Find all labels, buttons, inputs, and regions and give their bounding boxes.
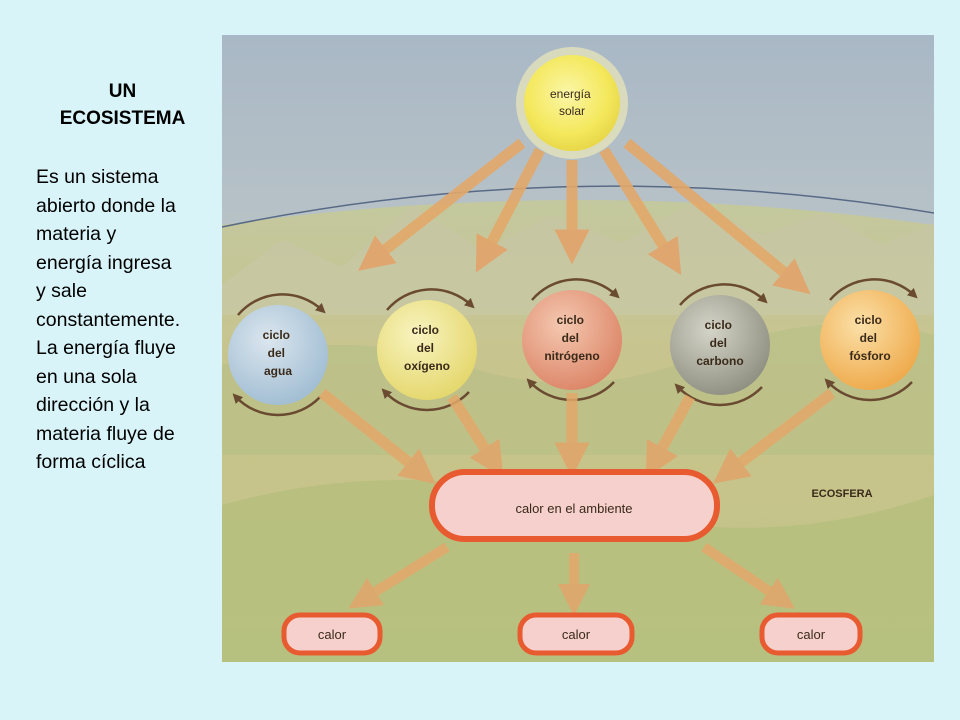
cycle-circle-fosforo (820, 290, 920, 390)
heat-box (759, 612, 863, 656)
cycle-label-line: ciclo (705, 318, 732, 332)
sun-arrow (623, 138, 811, 295)
cycle-label-line: ciclo (855, 313, 882, 327)
heat-arrow (447, 394, 504, 478)
cycle-label-line: del (710, 336, 727, 350)
sun-arrow (358, 138, 526, 271)
cycle: ciclo del fósforo (820, 278, 920, 402)
output-arrows (348, 542, 796, 617)
body-line: energía ingresa (36, 251, 172, 274)
heat-arrows (318, 388, 836, 484)
cycle-label-line: del (417, 341, 434, 355)
title-line-1: UN (108, 81, 137, 102)
cycle: ciclo del carbono (670, 283, 770, 407)
sun-label-line: energía (550, 87, 591, 101)
slide-body-text: Es un sistema abierto donde la materia y… (36, 163, 218, 477)
cycle-label-line: ciclo (412, 323, 439, 337)
heat-box (517, 612, 635, 656)
sun-label-line: solar (559, 104, 585, 118)
cycle-label-line: oxígeno (404, 359, 450, 373)
cycle-arrow-icon (829, 278, 918, 301)
cycle-circle-agua (228, 305, 328, 405)
cycle-label-line: agua (264, 364, 292, 378)
body-line: La energía fluye (36, 337, 176, 359)
cycle-label-line: ciclo (557, 313, 584, 327)
body-line: en una sola (36, 365, 137, 388)
svg-text:ciclo del agua: ciclo del agua (263, 328, 294, 378)
cycle-circle-nitrogeno (522, 290, 622, 390)
ambient-heat-label: calor en el ambiente (515, 501, 632, 516)
ecosphere-label: ECOSFERA (811, 488, 872, 500)
cycle-label-line: carbono (696, 354, 743, 368)
title-line-2: ECOSISTEMA (59, 108, 186, 129)
heat-box-label: calor (562, 627, 591, 642)
cycle-arrow-icon (237, 293, 326, 316)
sun-arrows (358, 138, 811, 295)
body-line: y sale (36, 280, 87, 302)
sun-circle (524, 55, 620, 151)
cycle-arrow-icon (232, 393, 321, 417)
body-line: abierto donde la (36, 194, 176, 217)
cycle-arrow-icon (531, 278, 620, 301)
cycle-arrow-icon (381, 388, 470, 412)
body-line: materia y (36, 223, 117, 245)
svg-text:ciclo del carbono: ciclo del carbono (696, 318, 743, 368)
output-arrow (701, 542, 796, 609)
cycle-circle-carbono (670, 295, 770, 395)
cycle-label-line: del (562, 331, 579, 345)
ecosphere-arc (222, 185, 934, 228)
ambient-heat-box (429, 469, 720, 542)
cycle-arrow-icon (386, 288, 475, 311)
svg-text:ciclo del oxígeno: ciclo del oxígeno (404, 323, 450, 373)
heat-box (281, 612, 383, 656)
cycle-arrow-icon (674, 383, 763, 407)
body-line: forma cíclica (36, 451, 146, 473)
cycle-label-line: ciclo (263, 328, 290, 342)
cycle-arrow-icon (824, 378, 913, 402)
svg-text:energía solar: energía solar (550, 87, 594, 118)
body-line: materia fluye de (36, 422, 175, 445)
slide-title: UN ECOSISTEMA (30, 78, 215, 132)
heat-arrow (645, 394, 695, 479)
cycle: ciclo del nitrógeno (522, 278, 622, 402)
body-line: constantemente. (36, 308, 181, 331)
sun-arrow (599, 147, 682, 275)
cycle-label-line: del (860, 331, 877, 345)
heat-arrow (713, 388, 836, 484)
cycle-label-line: del (268, 346, 285, 360)
output-arrow (348, 542, 450, 609)
cycle-arrow-icon (679, 283, 768, 306)
heat-arrow (318, 388, 436, 484)
body-line: Es un sistema (36, 166, 159, 188)
cycle-circle-oxigeno (377, 300, 477, 400)
heat-box-label: calor (797, 627, 826, 642)
svg-text:ciclo del nitrógen: ciclo del nitrógeno (544, 313, 599, 363)
ecosystem-diagram: energía solar ciclo del agua ciclo del o… (222, 35, 934, 662)
cycle: ciclo del oxígeno (377, 288, 477, 412)
sun-arrow (475, 147, 545, 273)
body-line: dirección y la (36, 394, 150, 416)
svg-text:ciclo del fósforo: ciclo del fósforo (849, 313, 890, 363)
cycle-label-line: fósforo (849, 349, 890, 363)
cycle-label-line: nitrógeno (544, 349, 599, 363)
cycle: ciclo del agua (228, 293, 328, 417)
heat-box-label: calor (318, 627, 347, 642)
